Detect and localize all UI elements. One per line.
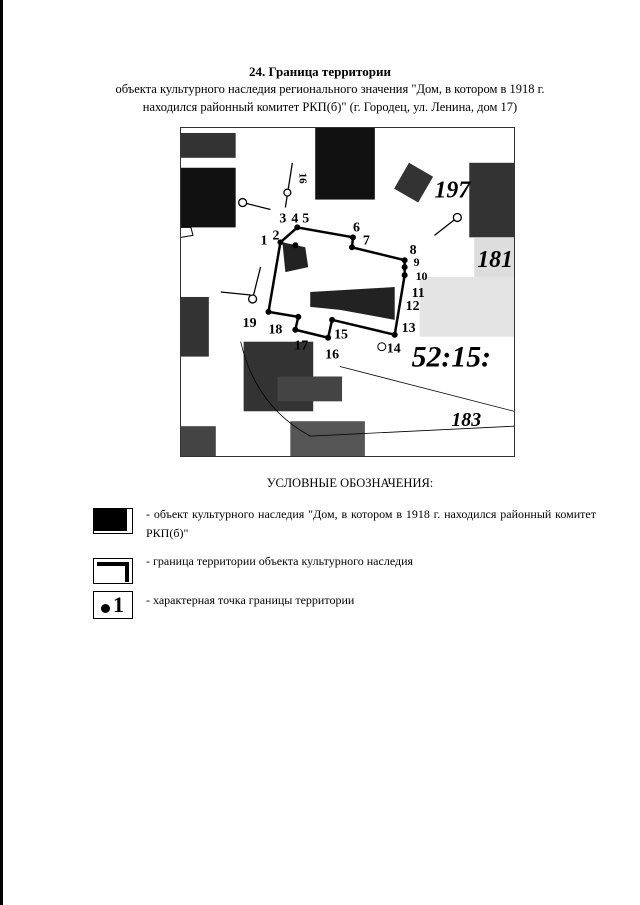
boundary-points: [265, 224, 408, 341]
scan-edge: [0, 0, 3, 905]
point-label-7: 7: [363, 233, 370, 248]
point-label-16: 16: [325, 348, 339, 363]
heritage-building: [282, 242, 309, 273]
point-labels: 1 2 3 4 5 6 7 8 9 10 11 12 13 14 15 16 1…: [243, 211, 428, 362]
point-label-12: 12: [406, 299, 420, 314]
point-label-17: 17: [294, 339, 308, 354]
parcel-183: 183: [451, 409, 481, 431]
point-symbol-label: 1: [113, 592, 124, 617]
parcel-197: 197: [434, 178, 471, 204]
subtitle-line-1: объекта культурного наследия регионально…: [115, 82, 545, 96]
point-label-4: 4: [291, 211, 298, 226]
subtitle-line-2: находился районный комитет РКП(б)" (г. Г…: [142, 100, 518, 114]
neighbor-buildings: [181, 128, 514, 456]
boundary-point-symbol: 1: [93, 591, 133, 619]
parcel-labels: 197 181 183 52:15:: [412, 178, 513, 432]
point-label-14: 14: [387, 342, 401, 357]
point-label-10: 10: [416, 269, 428, 283]
point-label-3: 3: [279, 211, 286, 226]
legend-item-boundary: - граница территории объекта культурного…: [146, 554, 414, 568]
point-label-5: 5: [302, 211, 309, 226]
legend-item-point: - характерная точка границы территории: [146, 593, 355, 607]
boundary-symbol: [93, 558, 133, 584]
point-label-13: 13: [402, 321, 416, 336]
point-label-6: 6: [353, 220, 360, 235]
page-heading: 24. Граница территории: [249, 64, 391, 79]
point-label-8: 8: [410, 243, 417, 258]
boundary-map: 1 2 3 4 5 6 7 8 9 10 11 12 13 14 15 16 1…: [180, 127, 515, 457]
map-drawing: 1 2 3 4 5 6 7 8 9 10 11 12 13 14 15 16 1…: [180, 128, 515, 456]
point-label-11: 11: [412, 286, 425, 301]
road-label: 16: [296, 173, 308, 184]
cadastral-quarter-label: 52:15:: [412, 341, 491, 374]
legend-item-heritage-object: - объект культурного наследия "Дом, в ко…: [146, 507, 596, 540]
point-label-2: 2: [272, 228, 279, 243]
heritage-object-symbol: [93, 508, 133, 534]
point-label-15: 15: [334, 328, 348, 343]
point-label-9: 9: [414, 255, 420, 269]
point-label-18: 18: [268, 323, 282, 338]
point-label-1: 1: [261, 233, 268, 248]
parcel-181: 181: [477, 247, 513, 273]
point-label-19: 19: [243, 316, 257, 331]
point-dot-icon: [101, 604, 110, 613]
legend-title: УСЛОВНЫЕ ОБОЗНАЧЕНИЯ:: [266, 476, 434, 490]
